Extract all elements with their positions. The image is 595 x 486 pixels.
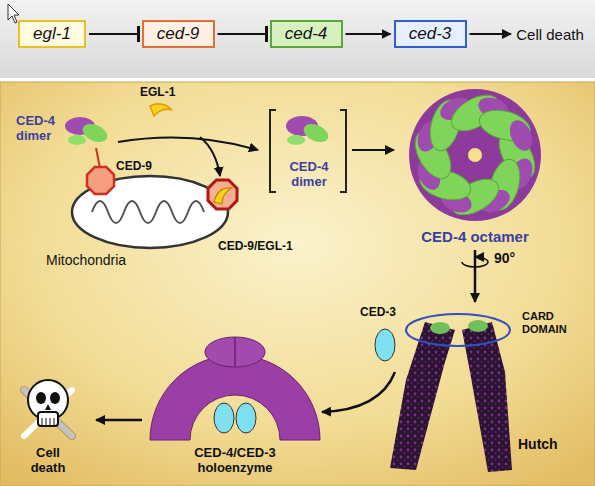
card-outline bbox=[406, 314, 510, 346]
node-text: ced-4 bbox=[285, 24, 328, 44]
activation-arrow bbox=[346, 33, 391, 35]
gene-box: egl-1 bbox=[18, 20, 86, 48]
node-text: egl-1 bbox=[33, 24, 71, 44]
ced4-octamer-figure bbox=[408, 88, 542, 222]
inhibition-arrow bbox=[89, 33, 139, 35]
skull-icon bbox=[24, 380, 72, 436]
complex-label: CED-9/EGL-1 bbox=[218, 240, 318, 254]
structure-label: Hutch bbox=[518, 436, 578, 452]
organelle-label: Mitochondria bbox=[46, 252, 146, 268]
inhibition-arrow bbox=[218, 33, 267, 35]
node-text: Cell death bbox=[516, 26, 584, 43]
gene-box: ced-9 bbox=[142, 20, 215, 48]
ced3-oval bbox=[375, 329, 395, 361]
ced4-dimer-figure bbox=[65, 117, 110, 146]
node-text: ced-9 bbox=[157, 24, 200, 44]
lower-panel bbox=[0, 82, 595, 486]
protein-label: EGL-1 bbox=[140, 86, 200, 100]
protein-label: CED-4 dimer bbox=[16, 114, 68, 144]
complex-octagon bbox=[208, 180, 237, 209]
holoenzyme-figure bbox=[150, 337, 320, 440]
protein-label: CED-4 dimer bbox=[278, 160, 340, 190]
protein-label: CED-3 bbox=[360, 306, 420, 320]
outcome-text: Cell death bbox=[514, 22, 586, 46]
gene-box: ced-4 bbox=[270, 20, 343, 48]
hutch-figure bbox=[390, 320, 512, 472]
domain-label: CARD DOMAIN bbox=[522, 310, 586, 335]
complex-label: CED-4 octamer bbox=[400, 228, 550, 245]
ced9-octagon bbox=[87, 167, 114, 194]
top-bar bbox=[0, 0, 595, 78]
complex-label: CED-4/CED-3 holoenzyme bbox=[180, 446, 290, 476]
rotation-label: 90° bbox=[494, 250, 534, 266]
egl1-crescent bbox=[150, 104, 172, 116]
activation-arrow bbox=[470, 33, 512, 35]
gene-box: ced-3 bbox=[394, 20, 467, 48]
outcome-label: Cell death bbox=[20, 446, 76, 476]
protein-label: CED-9 bbox=[116, 160, 176, 174]
node-text: ced-3 bbox=[409, 24, 452, 44]
